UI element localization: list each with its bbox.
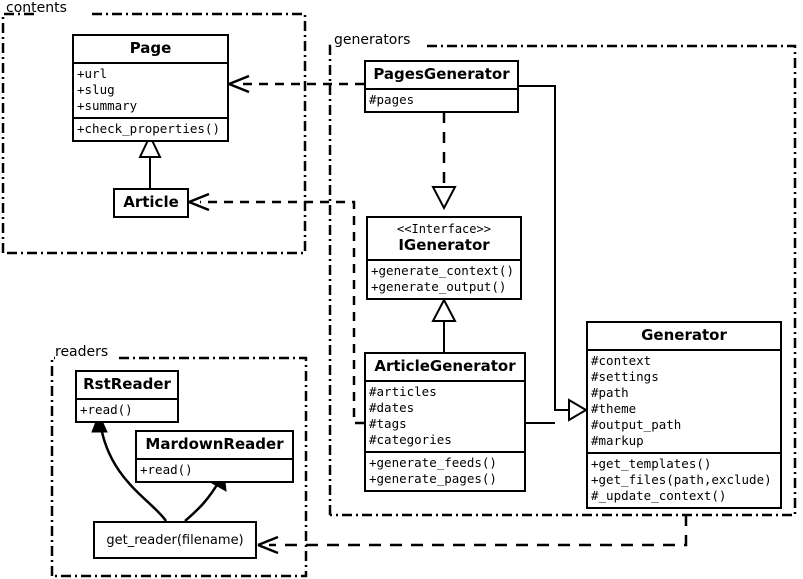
class-name-igenerator: <<Interface>> IGenerator: [368, 218, 520, 259]
class-attribute: #output_path: [591, 417, 682, 432]
class-attribute: #categories: [369, 432, 452, 447]
class-operation: +generate_context(): [371, 263, 514, 278]
class-operation: +generate_output(): [371, 279, 507, 294]
class-attributes-article-generator: #articles #dates #tags #categories: [366, 380, 524, 451]
class-operation: +get_templates(): [591, 456, 712, 471]
class-operation: +check_properties(): [77, 121, 220, 136]
class-name-article: Article: [123, 193, 179, 211]
class-name-mardown-reader: MardownReader: [145, 435, 284, 453]
class-attribute: #pages: [369, 92, 415, 107]
package-label-generators: generators: [334, 32, 411, 48]
class-name-rst-reader: RstReader: [83, 375, 171, 393]
class-box-rst-reader[interactable]: RstReader +read(): [75, 370, 179, 423]
class-name-article-generator: ArticleGenerator: [374, 357, 516, 375]
class-attribute: +slug: [77, 82, 115, 97]
package-frame-contents: [1, 12, 307, 255]
class-attribute: #markup: [591, 433, 644, 448]
class-attribute: +summary: [77, 98, 138, 113]
class-operations-article-generator: +generate_feeds() +generate_pages(): [366, 451, 524, 490]
class-attribute: #articles: [369, 384, 437, 399]
class-box-generator[interactable]: Generator #context #settings #path #them…: [586, 321, 782, 509]
class-operations-page: +check_properties(): [74, 117, 227, 140]
edge-article-inherits-page: [138, 133, 162, 188]
class-attribute: #theme: [591, 401, 637, 416]
edge-pagesgenerator-realizes-igenerator: [431, 112, 457, 211]
class-attribute: #settings: [591, 369, 659, 384]
class-box-article-generator[interactable]: ArticleGenerator #articles #dates #tags …: [364, 352, 526, 492]
edge-generators-inherit-generator: [519, 85, 588, 424]
class-operations-igenerator: +generate_context() +generate_output(): [368, 259, 520, 298]
class-operations-rst-reader: +read(): [77, 398, 177, 421]
class-box-igenerator[interactable]: <<Interface>> IGenerator +generate_conte…: [366, 216, 522, 300]
class-operation: +read(): [80, 402, 133, 417]
edge-articlegenerator-depends-article: [188, 192, 364, 425]
class-operation: +generate_pages(): [369, 471, 497, 486]
class-stereotype-igenerator: <<Interface>>: [397, 222, 491, 236]
package-label-contents: contents: [6, 0, 67, 16]
class-operations-generator: +get_templates() +get_files(path,exclude…: [588, 452, 780, 507]
edge-pagesgenerator-depends-page: [228, 74, 364, 94]
class-attribute: #context: [591, 353, 652, 368]
edge-articlegenerator-realizes-igenerator: [431, 297, 457, 352]
package-frame-generators: [328, 44, 797, 517]
package-label-readers: readers: [55, 344, 109, 360]
class-attributes-page: +url +slug +summary: [74, 62, 227, 117]
class-operation: +get_files(path,exclude): [591, 472, 772, 487]
class-name-page: Page: [129, 39, 172, 57]
function-box-get-reader[interactable]: get_reader(filename): [93, 521, 257, 559]
class-attribute: #tags: [369, 416, 407, 431]
edge-generator-depends-get-reader: [257, 493, 688, 555]
class-operation: +read(): [140, 462, 193, 477]
class-box-page[interactable]: Page +url +slug +summary +check_properti…: [72, 34, 229, 142]
class-operations-mardown-reader: +read(): [137, 458, 292, 481]
class-attribute: +url: [77, 66, 108, 81]
class-attributes-generator: #context #settings #path #theme #output_…: [588, 349, 780, 452]
class-name-text: IGenerator: [398, 236, 490, 254]
class-name-generator: Generator: [641, 326, 727, 344]
class-attribute: #dates: [369, 400, 415, 415]
class-box-mardown-reader[interactable]: MardownReader +read(): [135, 430, 294, 483]
class-operation: +generate_feeds(): [369, 455, 497, 470]
edge-get-reader-creates-rstreader: [91, 412, 168, 522]
class-attributes-pages-generator: #pages: [366, 88, 517, 111]
class-attribute: #path: [591, 385, 629, 400]
class-operation: #_update_context(): [591, 488, 727, 503]
class-box-article[interactable]: Article: [113, 188, 189, 218]
class-name-pages-generator: PagesGenerator: [373, 65, 510, 83]
package-frame-readers: [50, 356, 308, 578]
class-box-pages-generator[interactable]: PagesGenerator #pages: [364, 60, 519, 113]
